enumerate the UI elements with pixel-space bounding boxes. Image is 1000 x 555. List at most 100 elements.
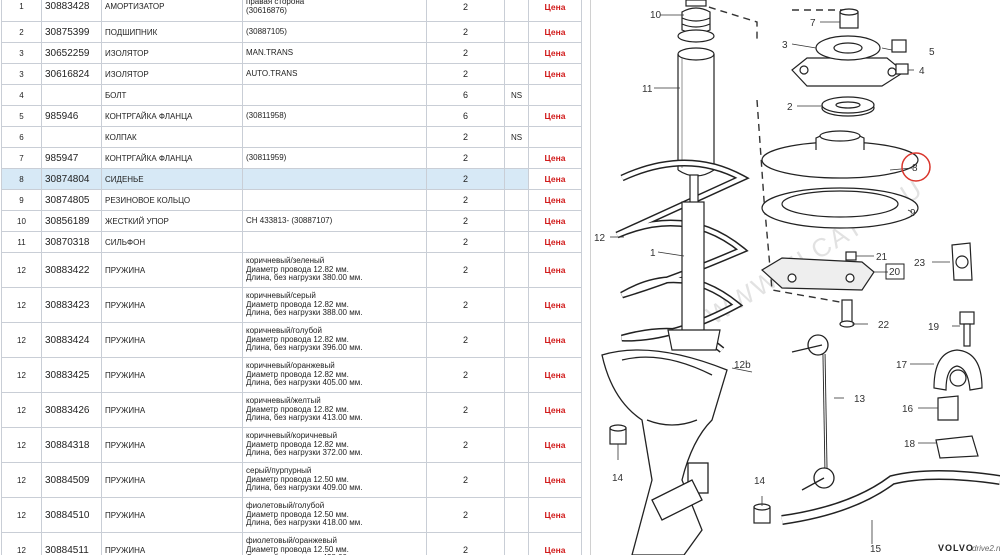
strut-housing[interactable] — [601, 349, 728, 555]
callout-14-right[interactable]: 14 — [754, 476, 766, 487]
price-link[interactable]: Цена — [528, 147, 582, 169]
callout-15[interactable]: 15 — [870, 544, 882, 555]
callout-7[interactable]: 7 — [810, 18, 816, 29]
price-link[interactable]: Цена — [528, 322, 582, 358]
callout-23[interactable]: 23 — [914, 258, 926, 269]
part-21-nut[interactable] — [845, 251, 857, 261]
price-link[interactable]: Цена — [528, 168, 582, 190]
price-link[interactable]: Цена — [528, 231, 582, 253]
callout-16[interactable]: 16 — [902, 404, 914, 415]
part-number[interactable]: 30856189 — [41, 210, 102, 232]
part-9-rubber-ring[interactable] — [761, 187, 919, 229]
part-number[interactable]: 985946 — [41, 105, 102, 127]
callout-4[interactable]: 4 — [919, 66, 925, 77]
callout-5[interactable]: 5 — [929, 47, 935, 58]
price-link[interactable]: Цена — [528, 189, 582, 211]
price-link[interactable]: Цена — [528, 21, 582, 43]
part-5-flange-lock-nut[interactable] — [891, 39, 907, 53]
price-link[interactable]: Цена — [528, 252, 582, 288]
callout-13[interactable]: 13 — [854, 394, 866, 405]
part-16-bushing[interactable] — [937, 395, 959, 421]
part-number[interactable] — [41, 84, 102, 106]
callout-18[interactable]: 18 — [904, 439, 916, 450]
price-link[interactable] — [528, 84, 582, 106]
part-number[interactable]: 30884318 — [41, 427, 102, 463]
part-number[interactable]: 30883424 — [41, 322, 102, 358]
callout-9[interactable]: 9 — [910, 208, 916, 219]
part-22-bolt[interactable] — [839, 299, 855, 328]
part-number[interactable]: 30870318 — [41, 231, 102, 253]
part-number[interactable]: 30884511 — [41, 532, 102, 555]
price-link[interactable]: Цена — [528, 392, 582, 428]
part-number[interactable]: 30883426 — [41, 392, 102, 428]
price-link[interactable]: Цена — [528, 0, 582, 22]
callout-19[interactable]: 19 — [928, 322, 940, 333]
callout-3[interactable]: 3 — [782, 40, 788, 51]
price-link[interactable] — [528, 126, 582, 148]
part-20-bracket[interactable] — [760, 257, 875, 291]
callout-21[interactable]: 21 — [876, 252, 888, 263]
part-number[interactable]: 30884510 — [41, 497, 102, 533]
callout-12[interactable]: 12 — [594, 233, 606, 244]
callout-2[interactable]: 2 — [787, 102, 793, 113]
part-number[interactable]: 30874805 — [41, 189, 102, 211]
price-link[interactable]: Цена — [528, 287, 582, 323]
callout-14-left[interactable]: 14 — [612, 473, 624, 484]
price-link[interactable]: Цена — [528, 357, 582, 393]
part-number[interactable]: 30883425 — [41, 357, 102, 393]
callout-17[interactable]: 17 — [896, 360, 908, 371]
part-number[interactable]: 30883423 — [41, 287, 102, 323]
part-number[interactable]: 30652259 — [41, 42, 102, 64]
part-14-nut-right[interactable] — [753, 503, 771, 524]
callout-11[interactable]: 11 — [642, 84, 653, 95]
price-link[interactable]: Цена — [528, 532, 582, 555]
callout-20[interactable]: 20 — [889, 267, 901, 278]
part-23-bushing[interactable] — [951, 242, 973, 281]
part-3-top-mount-insulator[interactable] — [791, 35, 906, 87]
part-number[interactable]: 30884509 — [41, 462, 102, 498]
price-link[interactable]: Цена — [528, 427, 582, 463]
part-19-bolt[interactable] — [959, 311, 975, 347]
part-number[interactable]: 30875399 — [41, 21, 102, 43]
callout-12b[interactable]: 12b — [734, 360, 751, 371]
part-14-nut-left[interactable] — [609, 424, 627, 445]
part-number[interactable]: 985947 — [41, 147, 102, 169]
part-number[interactable]: 30874804 — [41, 168, 102, 190]
part-17-bushing-clamp[interactable] — [933, 349, 983, 391]
part-number[interactable]: 30883428 — [41, 0, 102, 22]
part-number[interactable] — [41, 126, 102, 148]
part-1-shock-absorber[interactable] — [667, 174, 721, 351]
part-11-bellows[interactable] — [677, 47, 715, 177]
part-number[interactable]: 30616824 — [41, 63, 102, 85]
part-8-spring-seat[interactable] — [761, 130, 919, 179]
part-number[interactable]: 30883422 — [41, 252, 102, 288]
part-7-lock-nut[interactable] — [839, 8, 859, 29]
part-18-bracket[interactable] — [935, 435, 979, 459]
callout-8[interactable]: 8 — [912, 163, 918, 174]
part-4-bolt[interactable] — [895, 63, 909, 75]
price-link[interactable]: Цена — [528, 42, 582, 64]
price-link[interactable]: Цена — [528, 497, 582, 533]
part-13-stabilizer-link[interactable] — [791, 334, 835, 491]
callout-1[interactable]: 1 — [650, 248, 656, 259]
price-link[interactable]: Цена — [528, 63, 582, 85]
price-link[interactable]: Цена — [528, 462, 582, 498]
price-link[interactable]: Цена — [528, 105, 582, 127]
callout-10[interactable]: 10 — [650, 10, 662, 21]
